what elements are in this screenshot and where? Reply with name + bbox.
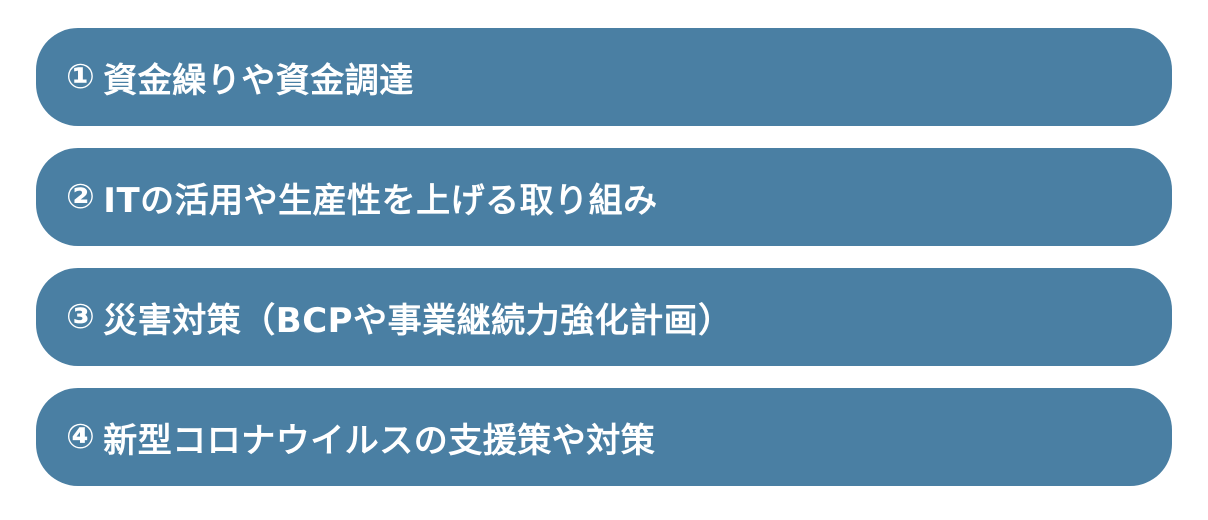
topic-number: ④ (66, 417, 96, 457)
topic-item-3[interactable]: ③ 災害対策（BCPや事業継続力強化計画） (36, 268, 1172, 366)
topic-label: 災害対策（BCPや事業継続力強化計画） (103, 300, 733, 341)
topic-number: ③ (66, 297, 96, 337)
topic-label: 新型コロナウイルスの支援策や対策 (103, 420, 656, 461)
topic-label: ITの活用や生産性を上げる取り組み (103, 180, 658, 221)
topic-item-1[interactable]: ① 資金繰りや資金調達 (36, 28, 1172, 126)
topic-item-2[interactable]: ② ITの活用や生産性を上げる取り組み (36, 148, 1172, 246)
topic-label: 資金繰りや資金調達 (103, 60, 414, 101)
topic-list: ① 資金繰りや資金調達 ② ITの活用や生産性を上げる取り組み ③ 災害対策（B… (36, 28, 1172, 486)
topic-item-4[interactable]: ④ 新型コロナウイルスの支援策や対策 (36, 388, 1172, 486)
topic-number: ① (66, 57, 96, 97)
topic-number: ② (66, 177, 96, 217)
